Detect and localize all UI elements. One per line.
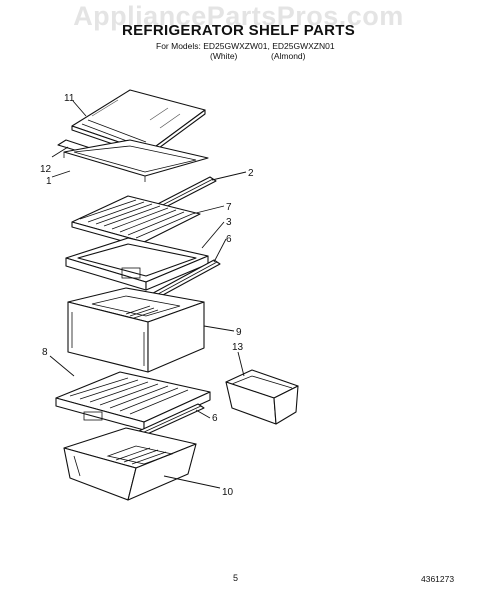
- leader-11: [72, 100, 87, 117]
- page-number: 5: [233, 573, 239, 583]
- callout-2: 2: [248, 168, 254, 179]
- leader-10: [163, 475, 221, 489]
- models-line: For Models: ED25GWXZW01, ED25GWXZN01: [156, 41, 335, 51]
- leader-13: [237, 351, 245, 377]
- leader-1: [51, 170, 71, 178]
- color-white-label: (White): [210, 51, 238, 61]
- callout-6-upper: 6: [226, 234, 232, 245]
- callout-12: 12: [40, 164, 52, 175]
- leader-9: [203, 325, 235, 332]
- leader-2: [211, 171, 247, 181]
- callout-3: 3: [226, 217, 232, 228]
- callout-9: 9: [236, 327, 242, 338]
- bin-part-13: [225, 369, 299, 425]
- shelf-frame-part-1: [57, 139, 209, 182]
- crisper-cover-frame-part-3: [65, 237, 209, 291]
- watermark-text: AppliancePartsPros.com: [73, 1, 404, 31]
- callout-8: 8: [42, 347, 48, 358]
- color-almond-label: (Almond): [271, 51, 306, 61]
- leader-lines: [49, 100, 247, 489]
- leader-3: [201, 221, 225, 249]
- leader-12: [51, 146, 69, 158]
- leader-6b: [195, 409, 211, 419]
- page-title: REFRIGERATOR SHELF PARTS: [121, 22, 356, 39]
- callout-13: 13: [232, 342, 244, 353]
- document-number: 4361273: [421, 574, 455, 584]
- crisper-pan-part-10: [63, 427, 197, 501]
- callout-1: 1: [46, 176, 52, 187]
- callout-10: 10: [222, 487, 234, 498]
- leader-6a: [213, 238, 227, 263]
- callout-7: 7: [226, 202, 232, 213]
- callout-6-lower: 6: [212, 413, 218, 424]
- callout-numbers: 11 12 1 2 7 3 6 9 13 8 6 10: [40, 93, 254, 498]
- callout-11: 11: [64, 93, 75, 104]
- leader-7: [191, 205, 225, 215]
- leader-8: [49, 355, 75, 377]
- crisper-pan-part-9: [67, 287, 205, 373]
- crisper-cover-part-7: [71, 195, 201, 248]
- crisper-cover-part-8: [55, 371, 211, 431]
